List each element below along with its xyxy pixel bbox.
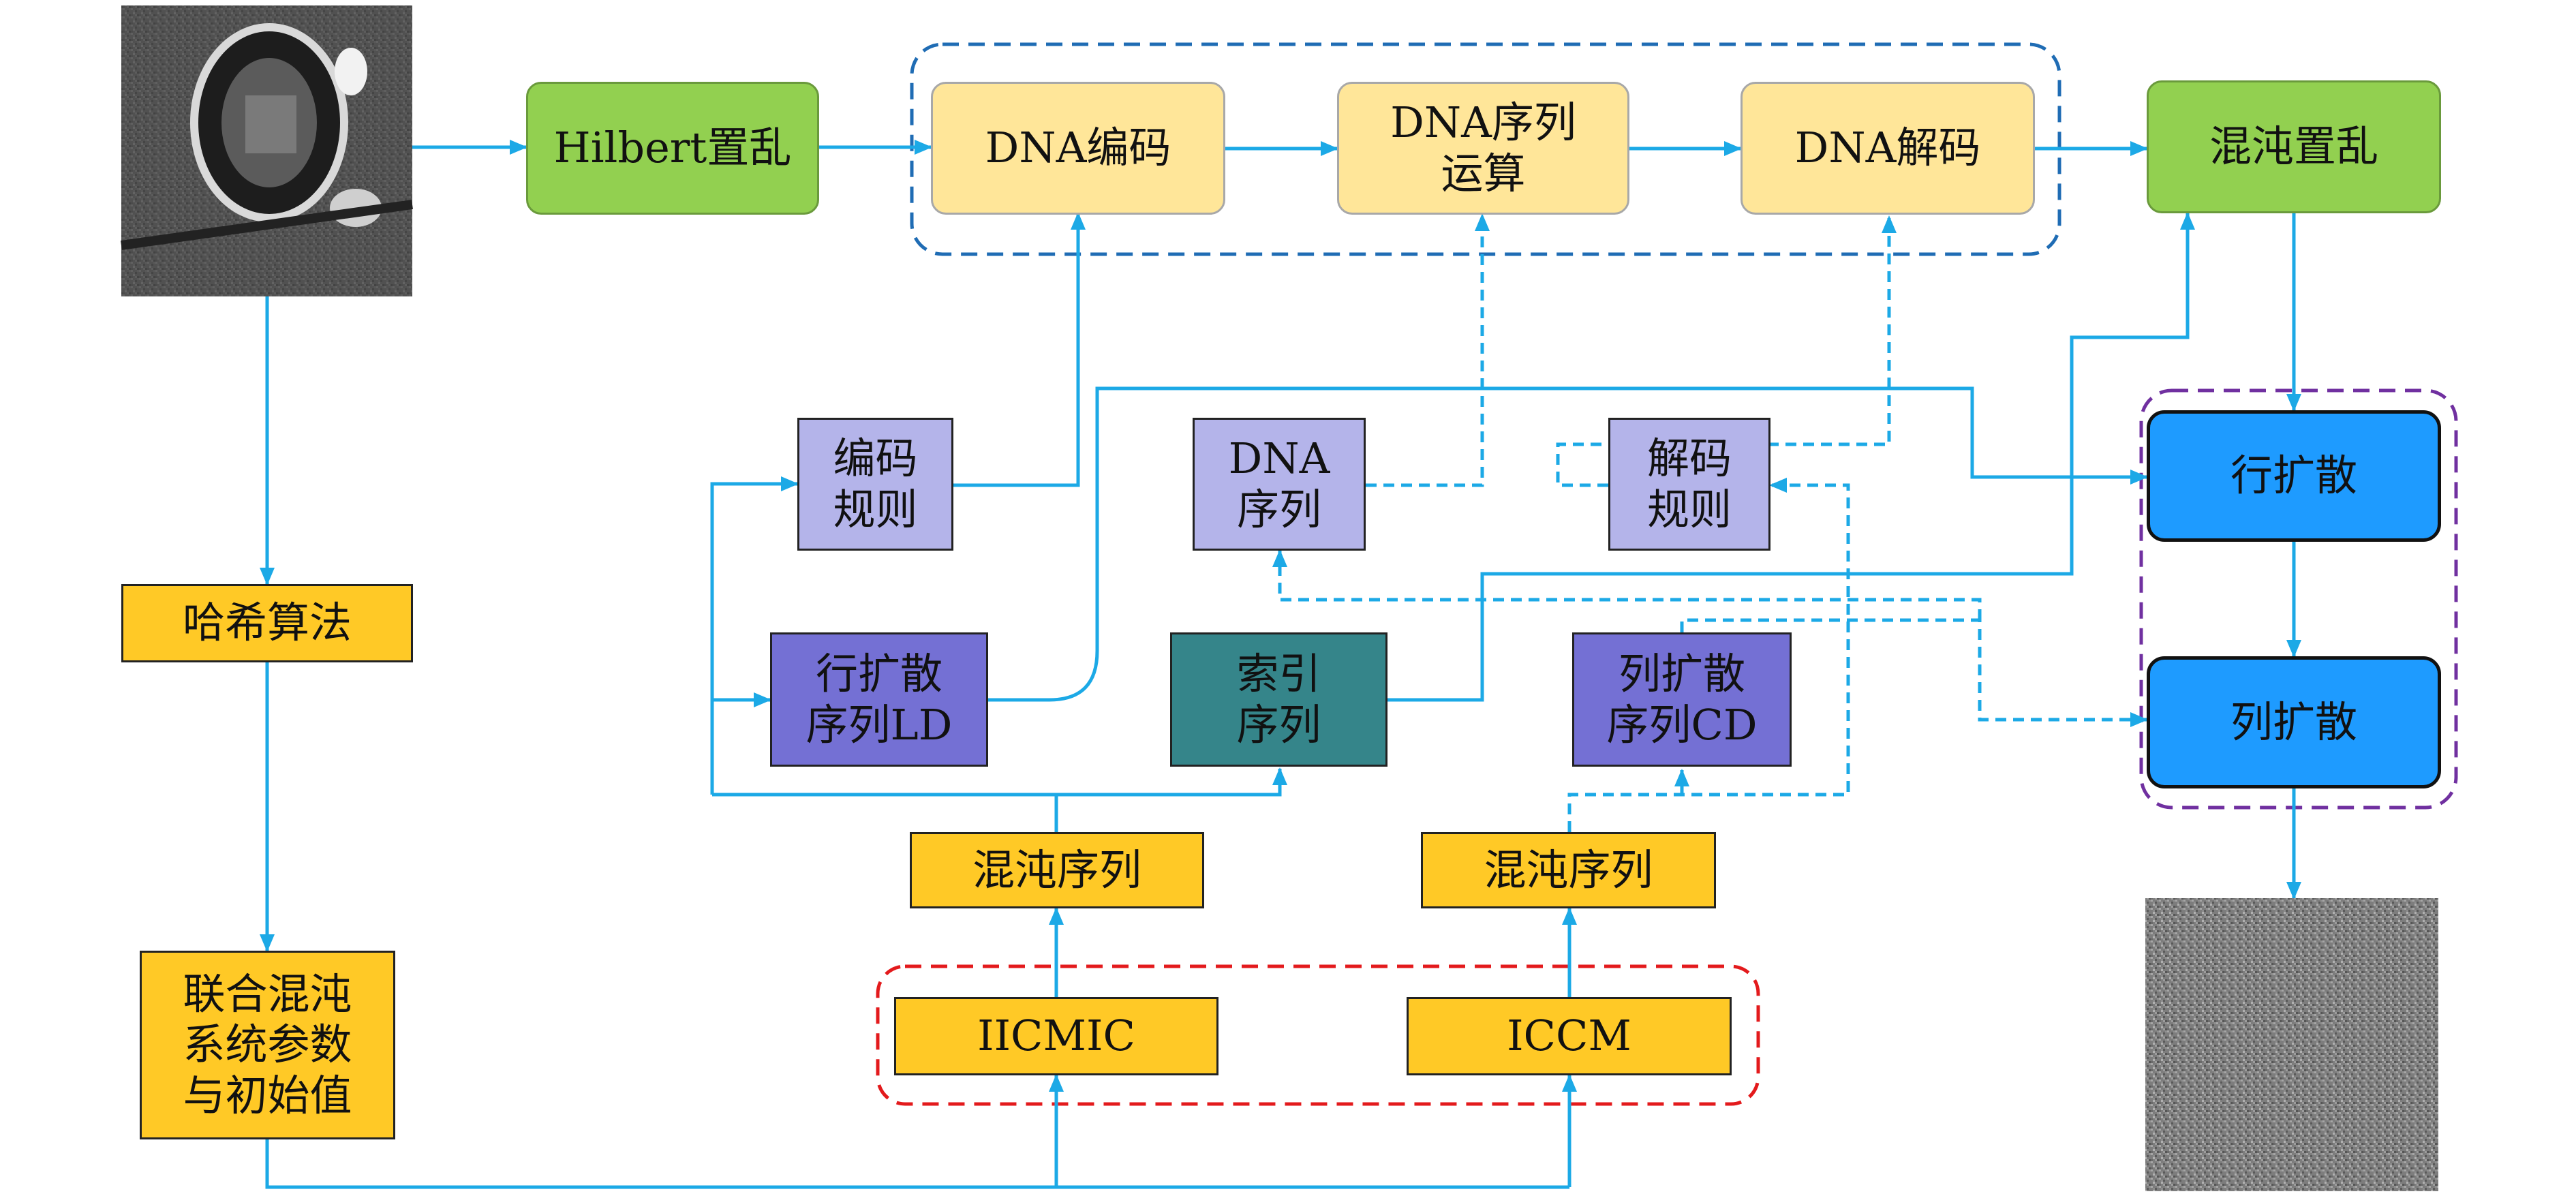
index-sequence-node: 索引 序列 (1170, 632, 1387, 767)
arrow-encode-rule-to-dna-encode (953, 212, 1086, 487)
row-diffusion-seq-node: 行扩散 序列LD (770, 632, 988, 767)
row-diffusion-node: 行扩散 (2147, 410, 2441, 542)
encode-rule-node: 编码 规则 (797, 418, 953, 551)
decode-rule-node: 解码 规则 (1608, 418, 1770, 551)
chaos-scramble-node: 混沌置乱 (2147, 80, 2441, 213)
iicmic-node: IICMIC (894, 997, 1218, 1075)
arrow-to-index-seq (712, 767, 1287, 797)
output-image (2145, 898, 2438, 1191)
arrow-index-to-chaos-scramble (1387, 212, 2195, 702)
hilbert-scramble-node: Hilbert置乱 (526, 82, 819, 215)
chaos-sequence-left-node: 混沌序列 (910, 832, 1204, 908)
dna-seq-operation-node: DNA序列 运算 (1337, 82, 1629, 215)
iccm-node: ICCM (1407, 997, 1732, 1075)
line-params-bottom (265, 1139, 1569, 1189)
arrow-to-encode-rule (710, 476, 799, 795)
dna-decode-node: DNA解码 (1741, 82, 2035, 215)
diffusion-group-outline (2139, 388, 2458, 810)
dna-group-outline (910, 42, 2061, 256)
input-image (121, 5, 413, 296)
hash-algorithm-node: 哈希算法 (121, 584, 413, 662)
dna-encode-node: DNA编码 (931, 82, 1225, 215)
chaos-system-group-outline (876, 964, 1760, 1106)
col-diffusion-seq-node: 列扩散 序列CD (1572, 632, 1792, 767)
chaos-sequence-right-node: 混沌序列 (1421, 832, 1716, 908)
arrow-dna-seq-to-seqop (1366, 213, 1490, 487)
joint-chaos-params-node: 联合混沌 系统参数 与初始值 (140, 951, 395, 1139)
dna-sequence-node: DNA 序列 (1193, 418, 1366, 551)
arrow-to-dna-sequence (1272, 549, 1982, 620)
col-diffusion-node: 列扩散 (2147, 656, 2441, 788)
line-right-chaos-up (1567, 478, 1850, 832)
arrow-decode-rule-to-dna-decode (1556, 215, 1897, 487)
arrow-ld-to-row-diffusion (988, 386, 2148, 702)
